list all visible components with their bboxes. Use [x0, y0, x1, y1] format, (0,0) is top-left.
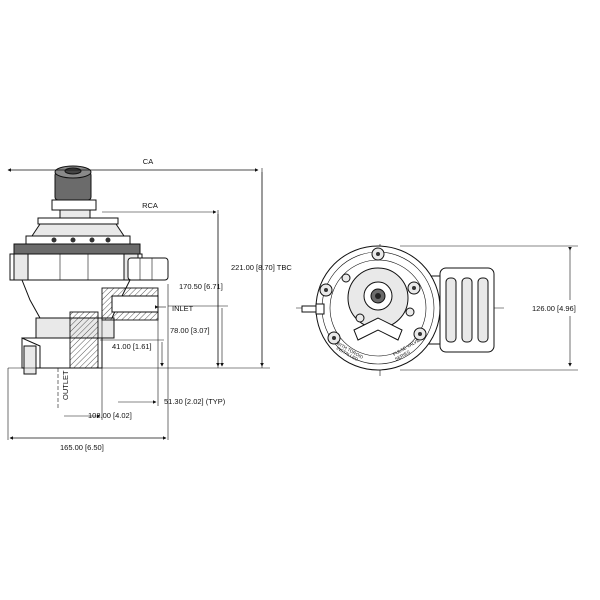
inlet-label: INLET	[172, 304, 194, 313]
overall-width-dim: 165.00 [6.50]	[60, 443, 104, 452]
inlet-height-dim: 78.00 [3.07]	[170, 326, 210, 335]
valve-cap	[9, 217, 143, 281]
solenoid-coil	[51, 165, 97, 219]
outlet-section	[21, 311, 103, 375]
inlet-fitting	[101, 257, 169, 321]
outlet-height-dim: 41.00 [1.61]	[112, 342, 152, 351]
inlet-offset-dim: 51.30 [2.02] (TYP)	[164, 397, 226, 406]
top-view-width-dim: 126.00 [4.96]	[532, 304, 576, 313]
rca-label: RCA	[142, 201, 158, 210]
side-dimension-lines	[7, 168, 270, 440]
total-height-dim: 221.00 [8.70] TBC	[231, 263, 292, 272]
ca-label: CA	[143, 157, 153, 166]
side-view: CA RCA 221.00 [8.70] TBC 170.50 [6.71] I…	[7, 157, 292, 452]
top-valve-body	[301, 245, 441, 371]
top-view: WITH TOROID INSTALLED PULSE VALVE SERIES…	[296, 244, 578, 376]
valve-height-dim: 170.50 [6.71]	[179, 282, 223, 291]
outlet-label: OUTLET	[61, 370, 70, 400]
outlet-width-dim: 102.00 [4.02]	[88, 411, 132, 420]
top-dimension-lines	[400, 245, 578, 371]
